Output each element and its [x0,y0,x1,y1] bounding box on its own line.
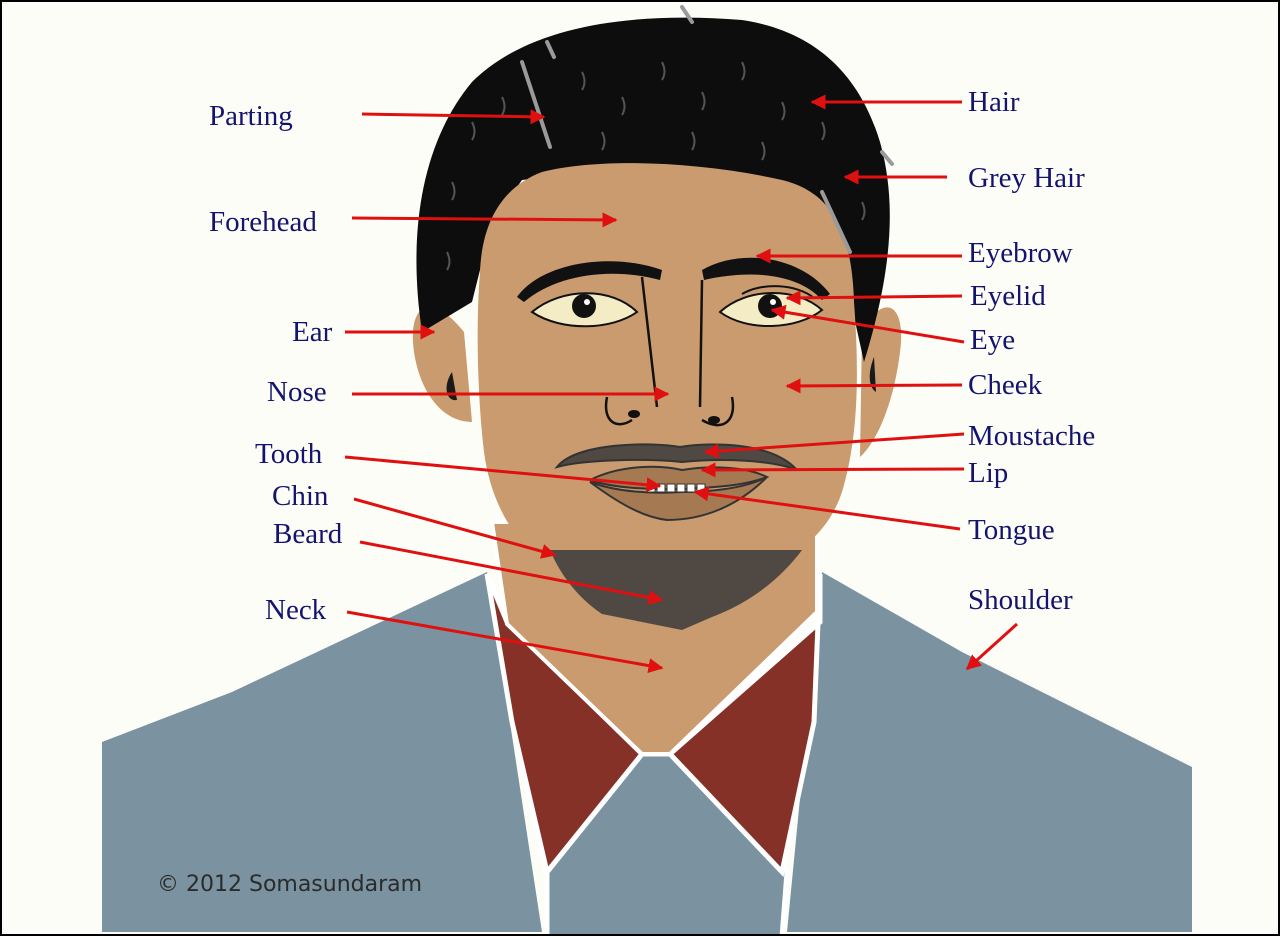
nostril-right [708,416,720,424]
label-lip: Lip [968,459,1008,488]
label-chin: Chin [272,482,328,511]
label-parting: Parting [209,102,293,131]
nostril-left [628,410,640,418]
arrow-eyelid [787,296,962,298]
arrow-shoulder [967,624,1017,669]
copyright-text: © 2012 Somasundaram [157,872,422,897]
label-eyebrow: Eyebrow [968,239,1073,268]
arrow-cheek [787,385,962,386]
pupil-left [572,294,596,318]
label-hair: Hair [968,88,1020,117]
label-shoulder: Shoulder [968,586,1073,615]
label-cheek: Cheek [968,371,1042,400]
arrow-lip [702,469,964,470]
label-nose: Nose [267,378,327,407]
label-eyelid: Eyelid [970,282,1046,311]
label-eye: Eye [970,326,1015,355]
face-shape [478,163,857,602]
label-neck: Neck [265,596,326,625]
label-beard: Beard [273,520,342,549]
shirt-body-right [787,572,1192,932]
label-tooth: Tooth [255,440,322,469]
arrow-forehead [352,218,616,220]
label-grey-hair: Grey Hair [968,164,1085,193]
label-ear: Ear [292,318,332,347]
label-forehead: Forehead [209,208,317,237]
pupil-right [758,294,782,318]
label-tongue: Tongue [968,516,1055,545]
label-moustache: Moustache [968,422,1095,451]
